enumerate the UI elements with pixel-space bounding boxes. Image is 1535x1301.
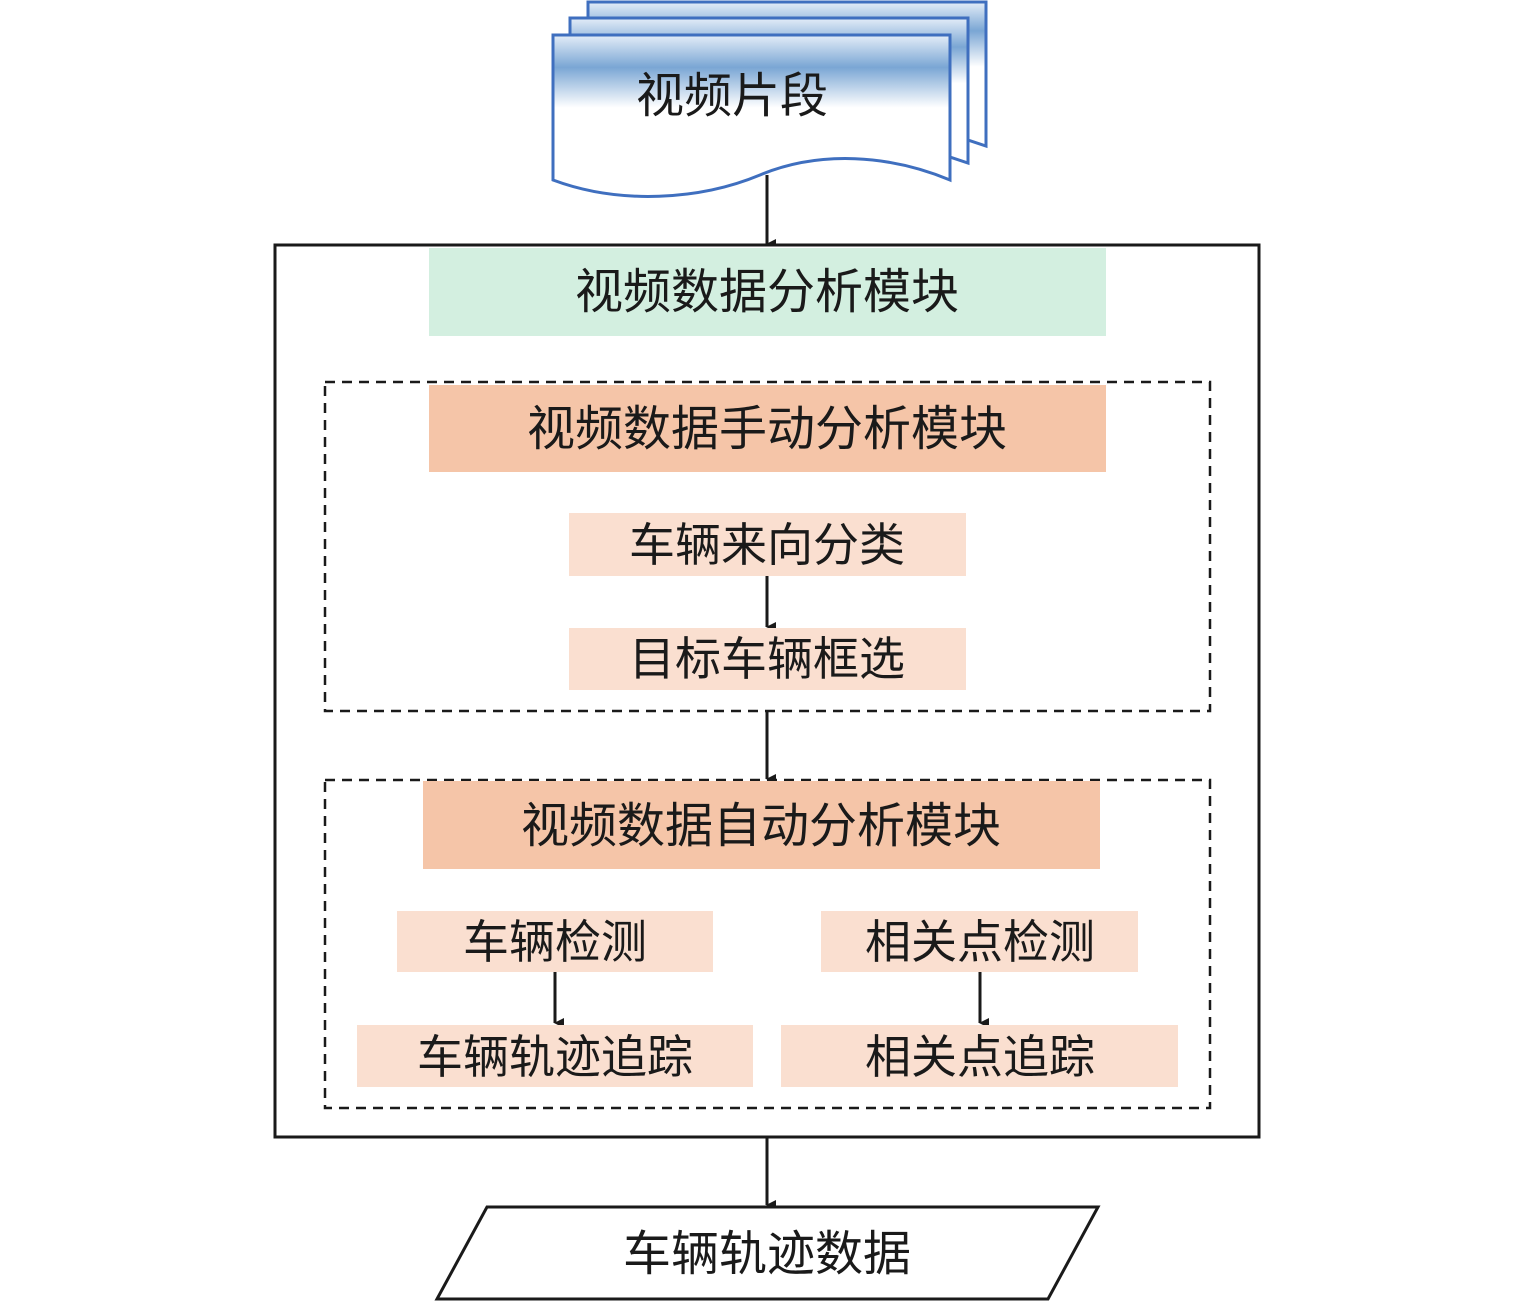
output-data-parallelogram [434,1205,1101,1301]
auto-module-header [423,781,1100,869]
video-clips-label: 视频片段 [636,68,828,124]
step-vehicle-direction-label: 车辆来向分类 [629,518,905,572]
auto-module-label: 视频数据自动分析模块 [521,798,1001,854]
analysis-module-frame [273,243,1261,1139]
auto-module-frame [323,778,1212,1110]
step-vehicle-detection-label: 车辆检测 [463,915,647,969]
step-box [569,628,966,690]
step-point-tracking-label: 相关点追踪 [865,1030,1095,1084]
manual-module-header [429,385,1106,472]
step-box [821,911,1138,972]
step-vehicle-tracking-label: 车辆轨迹追踪 [417,1030,693,1084]
video-clips-document-stack: 视频片段 [551,0,988,198]
step-box [357,1025,753,1087]
step-box [569,513,966,576]
output-data-label: 车辆轨迹数据 [623,1226,911,1282]
document-sheet-front [551,33,952,198]
step-box [397,911,713,972]
manual-module-label: 视频数据手动分析模块 [527,401,1007,457]
step-target-selection-label: 目标车辆框选 [629,632,905,686]
step-point-detection-label: 相关点检测 [865,915,1095,969]
step-box [781,1025,1178,1087]
main-module-label: 视频数据分析模块 [575,264,959,320]
main-module-header [429,248,1106,336]
